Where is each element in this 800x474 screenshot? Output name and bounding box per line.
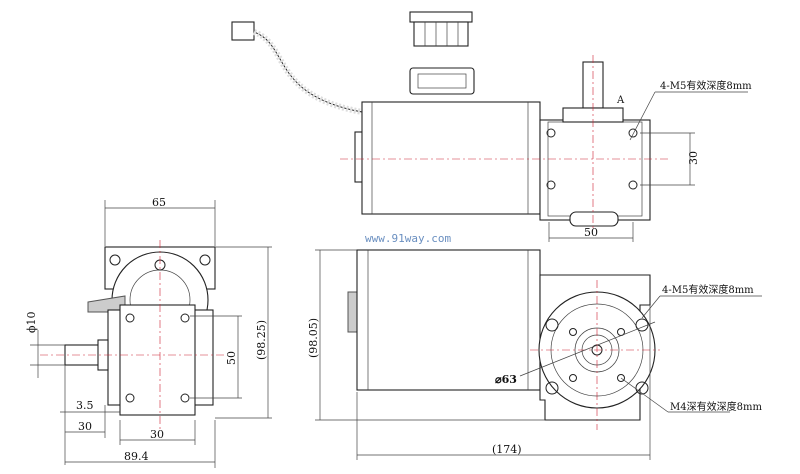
side-dim-shaft-len: 30 xyxy=(78,420,92,433)
front-dim-flange: ⌀63 xyxy=(495,373,517,386)
front-view xyxy=(315,249,762,460)
top-dim-width: 50 xyxy=(584,226,598,239)
side-dim-key: 3.5 xyxy=(76,399,94,412)
connector-bottom xyxy=(409,67,475,95)
watermark: www.91way.com xyxy=(365,232,451,245)
connector-top xyxy=(409,11,473,47)
top-mount-label: 4-M5有效深度8mm xyxy=(660,79,752,92)
side-dim-total: 89.4 xyxy=(124,450,149,463)
top-view xyxy=(231,21,748,242)
datum-label: A xyxy=(616,95,625,106)
front-mount-label: 4-M5有效深度8mm xyxy=(662,283,754,296)
side-view xyxy=(30,200,272,468)
front-dim-length: (174) xyxy=(492,443,522,456)
side-dim-shaft-dia: ϕ10 xyxy=(25,312,38,334)
top-dim-height: 30 xyxy=(687,151,700,165)
front-dim-height: (98.05) xyxy=(307,318,320,358)
side-dim-hole-spacing: 50 xyxy=(225,351,238,365)
side-dim-width: 65 xyxy=(152,196,166,209)
side-dim-base: 30 xyxy=(150,428,164,441)
side-dim-height: (98.25) xyxy=(255,320,268,360)
front-thread-label: M4深有效深度8mm xyxy=(670,400,762,413)
